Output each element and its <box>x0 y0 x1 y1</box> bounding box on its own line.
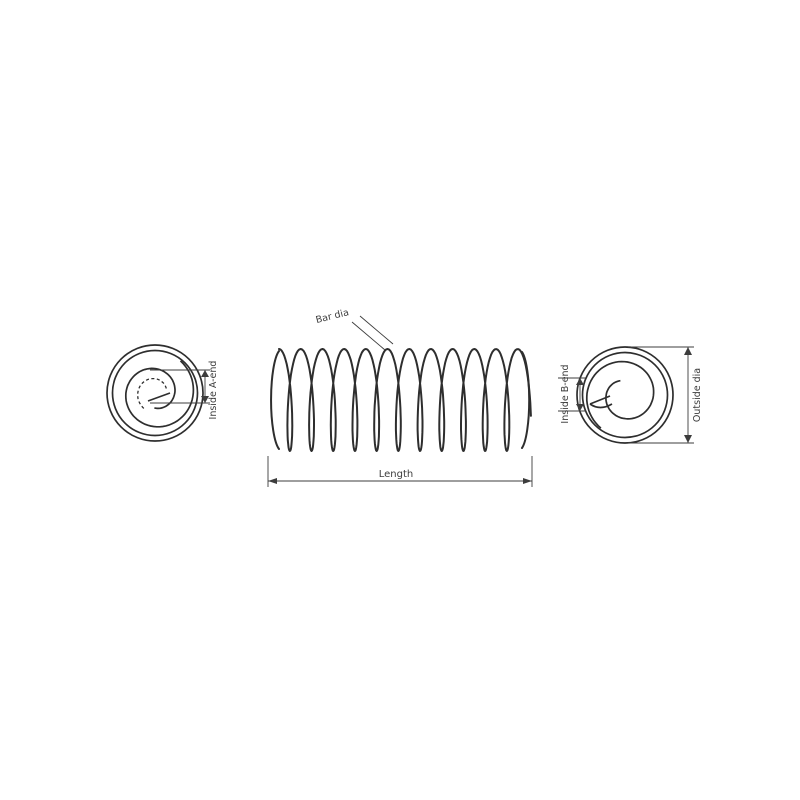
length-arrow-left-icon <box>268 478 277 484</box>
spring-left-end-coil <box>270 350 280 450</box>
length-arrow-right-icon <box>523 478 532 484</box>
spring-right-end-coil <box>521 351 531 449</box>
spring-end-view-b <box>576 346 674 444</box>
outside-dia-arrow-up-icon <box>684 347 692 355</box>
end-view-b-wire-tip <box>589 395 611 405</box>
inside-b-arrow-up-icon <box>576 378 584 385</box>
end-view-a-outer-circle <box>106 344 204 442</box>
bar-dia-callout: Bar dia <box>315 307 394 351</box>
bar-dia-leader-line-1 <box>351 321 386 351</box>
spring-side-view <box>270 348 532 452</box>
end-view-b-inner-rim <box>581 351 669 439</box>
end-view-a-inner-rim <box>111 349 199 437</box>
end-view-a-spiral <box>124 360 195 428</box>
inside-b-end-label: Inside B-end <box>560 364 571 423</box>
inside-a-end-label: Inside A-end <box>208 361 219 420</box>
outside-dia-arrow-down-icon <box>684 435 692 443</box>
inside-a-arrow-down-icon <box>201 396 209 403</box>
spring-end-view-a <box>106 344 204 442</box>
bar-dia-label: Bar dia <box>315 307 350 326</box>
end-view-b-wire-hook <box>589 403 613 409</box>
length-label: Length <box>379 469 414 480</box>
inside-a-end-dimension: Inside A-end <box>150 361 219 420</box>
end-view-b-outer-circle <box>576 346 674 444</box>
length-dimension: Length <box>267 456 533 487</box>
outside-dia-label: Outside dia <box>692 368 703 422</box>
end-view-b-spiral <box>585 360 655 429</box>
bar-dia-leader-line-2 <box>359 315 394 345</box>
inside-a-arrow-up-icon <box>201 370 209 377</box>
end-view-a-wire-tip <box>147 392 171 402</box>
inside-b-end-dimension: Inside B-end <box>558 364 586 424</box>
outside-dia-dimension: Outside dia <box>628 346 703 444</box>
end-view-a-hidden-coil <box>137 377 168 409</box>
inside-b-arrow-down-icon <box>576 404 584 411</box>
spring-helix-body <box>278 348 532 452</box>
